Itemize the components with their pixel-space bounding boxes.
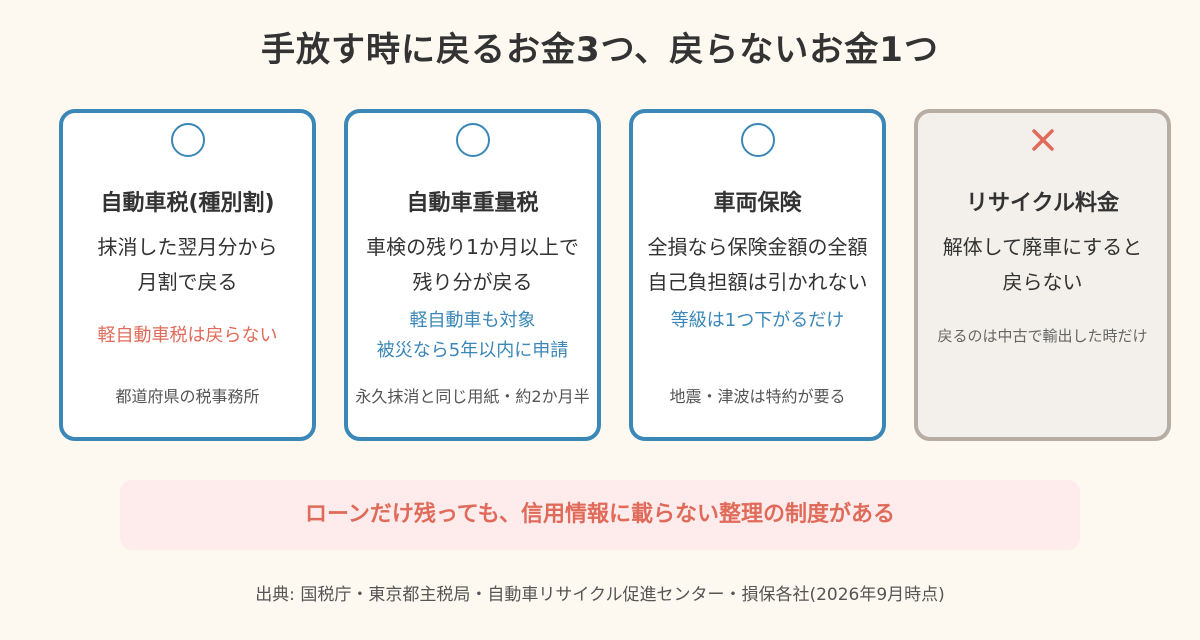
info-banner: ローンだけ残っても、信用情報に載らない整理の制度がある (120, 480, 1080, 550)
card-title: リサイクル料金 (966, 191, 1119, 216)
card-vehicle-tax: 自動車税(種別割) 抹消した翌月分から 月割で戻る 軽自動車税は戻らない 都道府… (59, 109, 316, 441)
card-row: 自動車税(種別割) 抹消した翌月分から 月割で戻る 軽自動車税は戻らない 都道府… (59, 109, 1171, 441)
card-note: 戻るのは中古で輸出した時だけ (918, 321, 1167, 351)
card-note: 等級は1つ下がるだけ (633, 306, 882, 336)
circle-mark-icon (740, 123, 775, 157)
card-title: 自動車重量税 (406, 191, 539, 216)
card-note: 軽自動車も対象 被災なら5年以内に申請 (348, 306, 597, 366)
mark-wrapper (918, 123, 1167, 161)
source-citation: 出典: 国税庁・東京都主税局・自動車リサイクル促進センター・損保各社(2026年… (255, 585, 945, 605)
card-description-line: 月割で戻る (137, 270, 238, 294)
card-note-line: 軽自動車税は戻らない (97, 325, 278, 346)
circle-mark-icon (170, 123, 205, 157)
page-title: 手放す時に戻るお金3つ、戻らないお金1つ (261, 30, 939, 70)
card-description-line: 解体して廃車にすると (942, 235, 1143, 259)
card-recycling-fee: リサイクル料金 解体して廃車にすると 戻らない 戻るのは中古で輸出した時だけ (914, 109, 1171, 441)
card-vehicle-insurance: 車両保険 全損なら保険金額の全額 自己負担額は引かれない 等級は1つ下がるだけ … (629, 109, 886, 441)
card-description-line: 車検の残り1か月以上で (366, 235, 579, 259)
mark-wrapper (348, 123, 597, 161)
card-description: 解体して廃車にすると 戻らない (918, 230, 1167, 300)
cross-mark-icon (1031, 129, 1054, 151)
card-description: 抹消した翌月分から 月割で戻る (63, 230, 312, 300)
circle-mark-icon (455, 123, 490, 157)
card-description-line: 自己負担額は引かれない (647, 270, 868, 294)
card-description-line: 戻らない (1002, 270, 1083, 294)
card-note-line: 軽自動車も対象 (409, 310, 536, 331)
card-footnote: 地震・津波は特約が要る (669, 387, 846, 406)
card-note-line: 等級は1つ下がるだけ (670, 310, 845, 331)
card-footnote: 都道府県の税事務所 (115, 387, 260, 406)
card-weight-tax: 自動車重量税 車検の残り1か月以上で 残り分が戻る 軽自動車も対象 被災なら5年… (344, 109, 601, 441)
card-description-line: 抹消した翌月分から (97, 235, 278, 259)
card-description: 車検の残り1か月以上で 残り分が戻る (348, 230, 597, 300)
card-footnote: 永久抹消と同じ用紙・約2か月半 (355, 387, 590, 406)
card-note-line: 戻るのは中古で輸出した時だけ (937, 327, 1148, 345)
card-title: 車両保険 (713, 191, 802, 216)
card-note: 軽自動車税は戻らない (63, 321, 312, 351)
card-note-line: 被災なら5年以内に申請 (376, 340, 569, 361)
card-description-line: 残り分が戻る (412, 270, 533, 294)
mark-wrapper (63, 123, 312, 161)
card-description-line: 全損なら保険金額の全額 (647, 235, 868, 259)
mark-wrapper (633, 123, 882, 161)
card-title: 自動車税(種別割) (100, 191, 275, 216)
card-description: 全損なら保険金額の全額 自己負担額は引かれない (633, 230, 882, 300)
